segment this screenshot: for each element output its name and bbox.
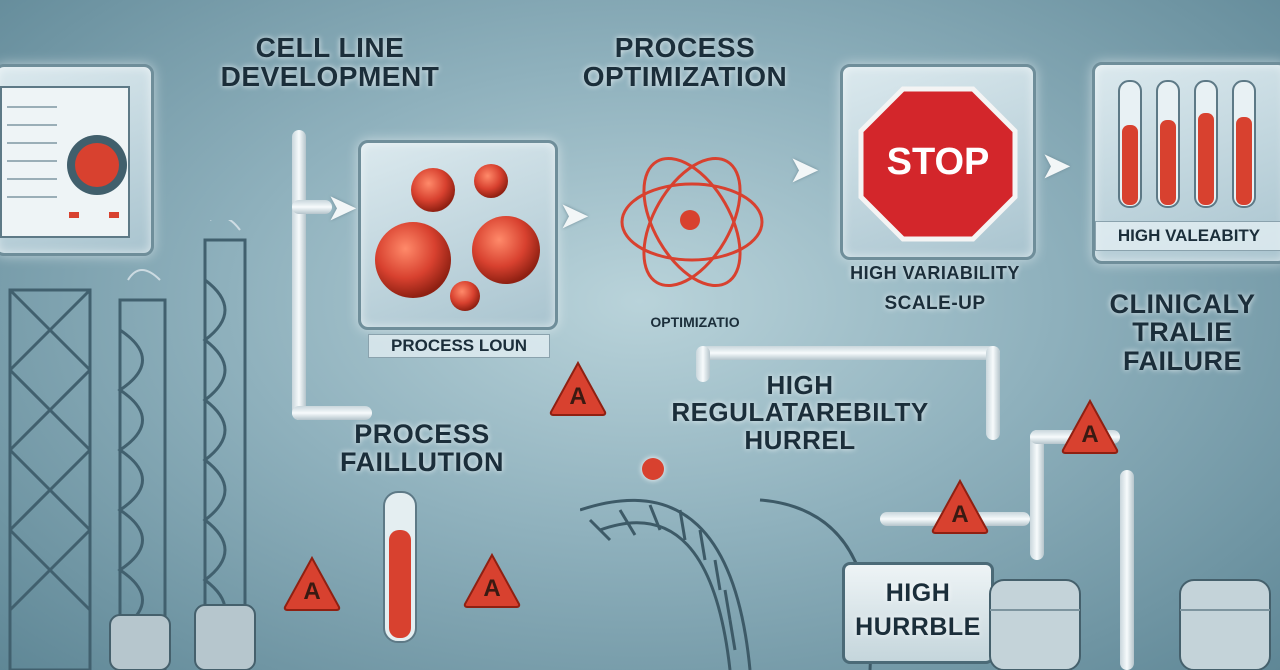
svg-text:A: A: [483, 575, 500, 602]
pipe: [696, 346, 710, 382]
atom-icon: [620, 156, 764, 288]
pipe: [986, 346, 1000, 440]
stop-panel: STOP: [840, 64, 1036, 260]
svg-text:A: A: [569, 383, 586, 410]
high-regulatarebility-hurrel-title: HIGH REGULATAREBILTY HURREL: [671, 370, 929, 455]
pipe: [292, 406, 372, 420]
warning-icon: A: [1061, 398, 1119, 454]
arrow-right-icon: ➤: [790, 151, 819, 189]
stop-sign-icon: [858, 86, 1018, 242]
high-hurrble-box: HIGH HURRBLE: [842, 562, 994, 664]
cell-line-development-title: CELL LINE DEVELOPMENT: [220, 32, 440, 93]
svg-text:A: A: [303, 578, 320, 605]
test-tubes-panel: HIGH VALEABITY: [1092, 62, 1280, 264]
process-loun-label: PROCESS LOUN: [368, 334, 550, 358]
pipe: [700, 346, 1000, 360]
process-optimization-title: PROCESS OPTIMIZATION: [582, 32, 788, 93]
test-tube-icon: [383, 491, 417, 643]
warning-icon: A: [463, 552, 521, 608]
spiral-staircase-icon: [580, 498, 873, 670]
scale-up-label: SCALE-UP: [884, 293, 986, 314]
stop-text: STOP: [886, 141, 990, 183]
pipe: [1030, 430, 1044, 560]
svg-text:A: A: [951, 501, 968, 528]
warning-icon: A: [283, 555, 341, 611]
pipe: [292, 200, 332, 214]
red-knob-icon: [642, 458, 664, 480]
optimization-caption: OPTIMIZATIO: [650, 314, 740, 330]
warning-icon: A: [549, 360, 607, 416]
monitor-icon: [0, 86, 130, 238]
process-faillution-title: PROCESS FAILLUTION: [340, 419, 504, 478]
tank-icon: [989, 579, 1271, 670]
test-tubes-icon: [1118, 80, 1256, 208]
warning-icon: A: [931, 478, 989, 534]
svg-text:A: A: [1081, 421, 1098, 448]
high-variability-label: HIGH VARIABILITY: [850, 263, 1020, 283]
industrial-tower-icon: [8, 220, 247, 670]
high-valeabity-label: HIGH VALEABITY: [1095, 221, 1280, 251]
monitor-panel: [0, 64, 154, 256]
pipe: [292, 130, 306, 420]
pipe: [1120, 470, 1134, 670]
arrow-right-icon: ➤: [560, 197, 589, 235]
cells-panel: [358, 140, 558, 330]
high-hurrble-label: HIGH HURRBLE: [855, 579, 981, 641]
cells-icon: [375, 164, 540, 311]
arrow-right-icon: ➤: [1042, 147, 1071, 185]
arrow-right-icon: ➤: [328, 189, 357, 227]
tank-icon: [109, 604, 256, 670]
clinicaly-trial-failure-title: CLINICALY TRALIE FAILURE: [1109, 289, 1256, 376]
